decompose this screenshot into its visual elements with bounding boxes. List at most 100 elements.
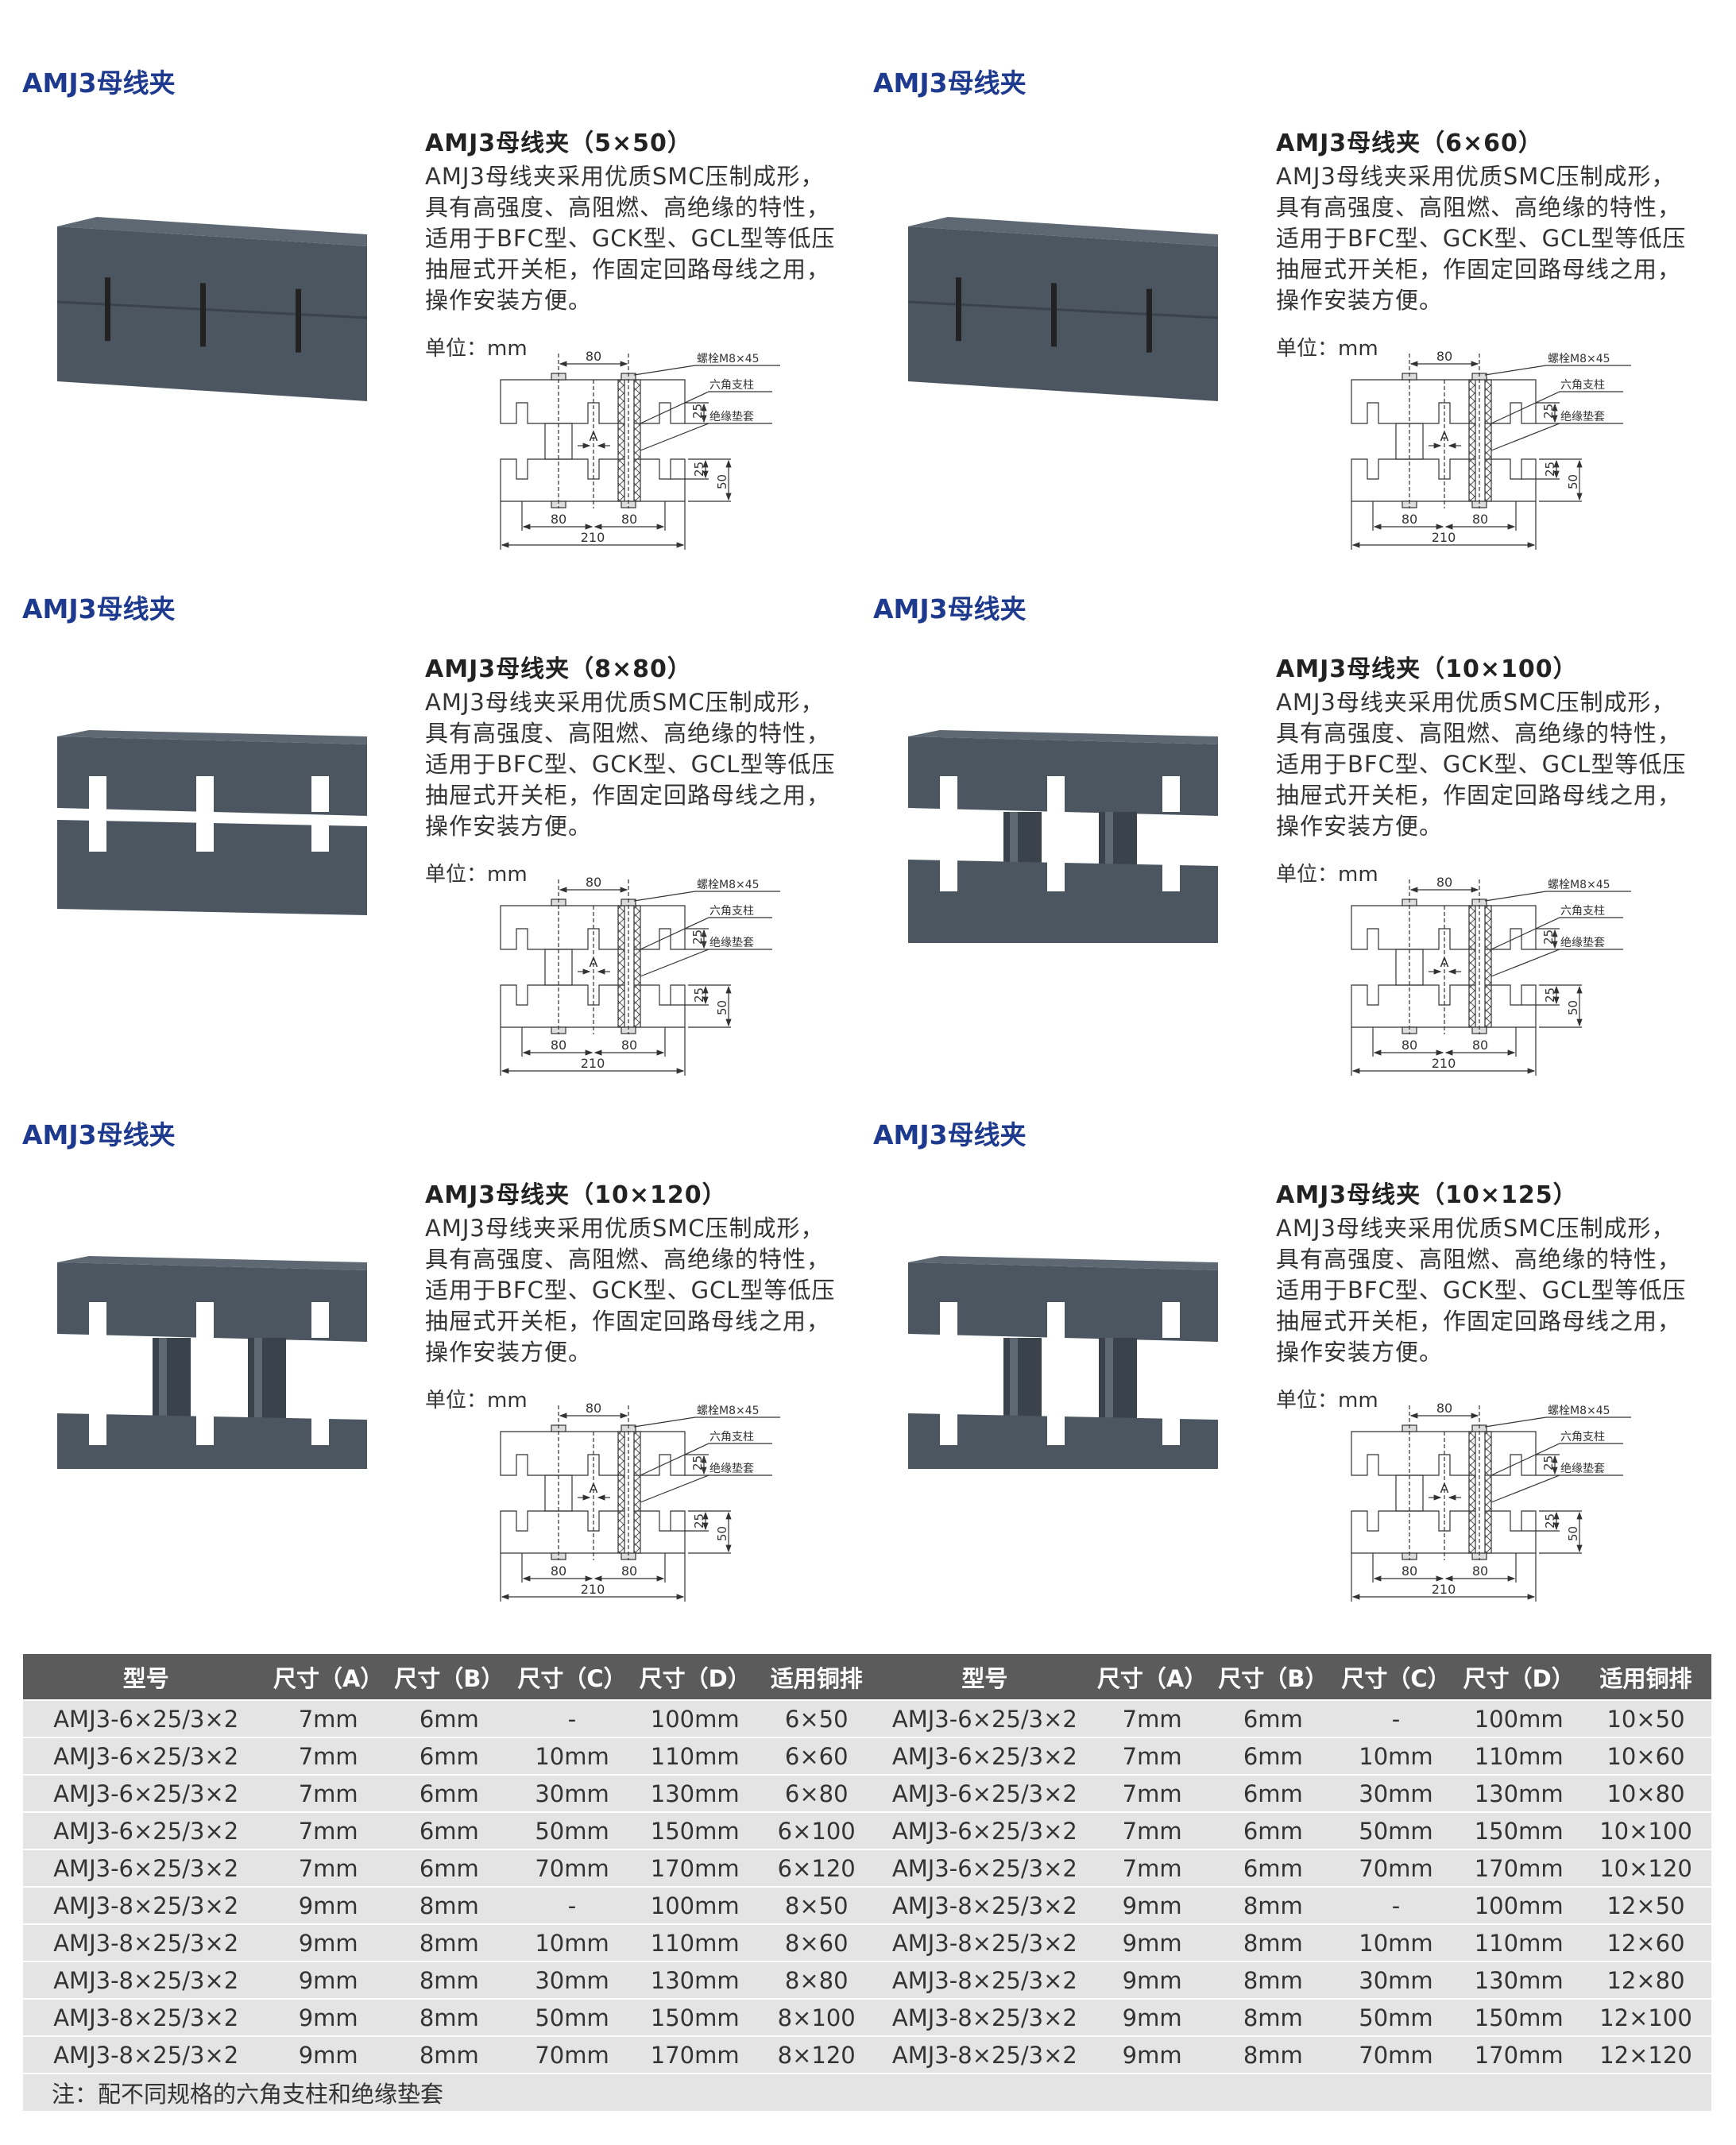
table-cell: 12×120 (1580, 2035, 1711, 2074)
diagram-container: 80 80 80 210 A 25 25 50 螺栓M8×45 六角支柱 绝缘垫… (1264, 1370, 1677, 1624)
section-title: AMJ3母线夹 (22, 68, 176, 99)
dim-a: A (590, 955, 598, 970)
table-cell: AMJ3-8×25/3×2 (23, 1998, 269, 2036)
table-cell: AMJ3-8×25/3×2 (876, 2035, 1093, 2074)
product-title: AMJ3母线夹（10×100） (1276, 655, 1578, 683)
description-line: 操作安装方便。 (1276, 287, 1444, 314)
table-cell: 10×100 (1580, 1811, 1711, 1849)
table-cell: 9mm (269, 1998, 388, 2036)
dim-total: 210 (1432, 1582, 1456, 1597)
table-cell: 10×50 (1580, 1699, 1711, 1737)
column-header: 型号 (23, 1654, 269, 1700)
label-bolt: 螺栓M8×45 (1548, 353, 1610, 365)
description-line: 抽屉式开关柜，作固定回路母线之用， (1276, 782, 1682, 809)
dim-height: 50 (715, 1000, 729, 1015)
table-cell: 170mm (1457, 2035, 1581, 2074)
dim-total: 210 (581, 1056, 605, 1071)
table-cell: 130mm (633, 1961, 757, 1999)
dim-right: 80 (1472, 1563, 1488, 1579)
table-cell: AMJ3-6×25/3×2 (23, 1811, 269, 1849)
description-line: AMJ3母线夹采用优质SMC压制成形， (1276, 163, 1676, 190)
diagram-container: 80 80 80 210 A 25 25 50 螺栓M8×45 六角支柱 绝缘垫… (1264, 844, 1677, 1098)
column-header: 尺寸（C） (510, 1654, 634, 1700)
table-cell: 12×80 (1580, 1961, 1711, 1999)
table-cell: 6mm (388, 1737, 511, 1775)
table-cell: 8mm (388, 1998, 511, 2036)
table-cell: 6mm (1211, 1737, 1335, 1775)
dim-total: 210 (581, 530, 605, 545)
table-cell: 110mm (633, 1737, 757, 1775)
dim-top: 80 (586, 875, 601, 890)
table-cell: 30mm (510, 1774, 634, 1812)
column-header: 尺寸（D） (1457, 1654, 1581, 1700)
table-cell: 8×50 (756, 1886, 877, 1924)
product-description: AMJ3母线夹采用优质SMC压制成形，具有高强度、高阻燃、高绝缘的特性，适用于B… (1276, 161, 1686, 316)
product-block: AMJ3母线夹 AMJ3母线夹（10×125） AMJ3母线夹采用优质SMC压制… (851, 1052, 1701, 1602)
description-line: AMJ3母线夹采用优质SMC压制成形， (425, 163, 825, 190)
label-hex-post: 六角支柱 (709, 1431, 754, 1444)
dimension-diagram: 80 80 80 210 A 25 25 50 螺栓M8×45 六角支柱 绝缘垫… (500, 875, 780, 1076)
description-line: 具有高强度、高阻燃、高绝缘的特性， (425, 1246, 831, 1273)
table-cell: 7mm (1092, 1774, 1212, 1812)
table-cell: 8mm (388, 1923, 511, 1961)
product-photo (49, 729, 375, 943)
label-hex-post: 六角支柱 (1560, 379, 1605, 392)
product-description: AMJ3母线夹采用优质SMC压制成形，具有高强度、高阻燃、高绝缘的特性，适用于B… (425, 161, 835, 316)
product-title: AMJ3母线夹（10×120） (425, 1181, 727, 1209)
product-photo (900, 1254, 1226, 1509)
table-cell: 6mm (1211, 1811, 1335, 1849)
description-line: 操作安装方便。 (1276, 813, 1444, 840)
table-cell: 6mm (388, 1774, 511, 1812)
table-cell: AMJ3-8×25/3×2 (876, 1961, 1093, 1999)
table-cell: 8mm (1211, 1998, 1335, 2036)
product-block: AMJ3母线夹 AMJ3母线夹（6×60） AMJ3母线夹采用优质SMC压制成形… (851, 0, 1701, 550)
table-cell: AMJ3-8×25/3×2 (876, 1998, 1093, 2036)
description-line: 具有高强度、高阻燃、高绝缘的特性， (1276, 720, 1682, 747)
dim-height: 50 (1566, 474, 1580, 489)
table-cell: 8×120 (756, 2035, 877, 2074)
section-title: AMJ3母线夹 (22, 1119, 176, 1150)
table-cell: 6×60 (756, 1737, 877, 1775)
table-cell: - (510, 1886, 634, 1924)
product-title: AMJ3母线夹（10×125） (1276, 1181, 1578, 1209)
label-bolt: 螺栓M8×45 (697, 879, 760, 891)
table-cell: - (1334, 1886, 1458, 1924)
table-cell: 170mm (633, 2035, 757, 2074)
description-line: 适用于BFC型、GCK型、GCL型等低压 (1276, 225, 1687, 252)
table-cell: 9mm (269, 1923, 388, 1961)
product-photo (900, 203, 1226, 417)
table-cell: 10×120 (1580, 1849, 1711, 1887)
table-cell: AMJ3-8×25/3×2 (23, 1961, 269, 1999)
table-cell: 10mm (510, 1737, 634, 1775)
column-header: 适用铜排 (1580, 1654, 1711, 1700)
column-header: 尺寸（D） (633, 1654, 757, 1700)
product-block: AMJ3母线夹 AMJ3母线夹（5×50） AMJ3母线夹采用优质SMC压制成形… (0, 0, 850, 550)
dim-a: A (1440, 1481, 1449, 1496)
product-block: AMJ3母线夹 AMJ3母线夹（10×100） AMJ3母线夹采用优质SMC压制… (851, 526, 1701, 1076)
table-cell: 6mm (1211, 1699, 1335, 1737)
table-cell: 100mm (633, 1886, 757, 1924)
label-bolt: 螺栓M8×45 (1548, 879, 1610, 891)
label-insulation-sleeve: 绝缘垫套 (709, 1463, 754, 1475)
unit-label: 单位：mm (425, 863, 528, 887)
dim-slot-top: 25 (690, 404, 705, 419)
dim-left: 80 (1402, 512, 1417, 527)
table-cell: 6×120 (756, 1849, 877, 1887)
table-cell: 50mm (510, 1811, 634, 1849)
unit-label: 单位：mm (425, 337, 528, 361)
description-line: 适用于BFC型、GCK型、GCL型等低压 (1276, 751, 1687, 778)
table-cell: AMJ3-6×25/3×2 (23, 1699, 269, 1737)
table-cell: 8×100 (756, 1998, 877, 2036)
description-line: 抽屉式开关柜，作固定回路母线之用， (425, 1308, 831, 1335)
table-cell: 10mm (510, 1923, 634, 1961)
table-cell: AMJ3-8×25/3×2 (23, 2035, 269, 2074)
table-cell: AMJ3-6×25/3×2 (876, 1849, 1093, 1887)
table-cell: 150mm (1457, 1998, 1581, 2036)
dim-slot-bottom: 25 (1543, 462, 1557, 477)
table-cell: 170mm (1457, 1849, 1581, 1887)
description-line: 具有高强度、高阻燃、高绝缘的特性， (1276, 1246, 1682, 1273)
product-title: AMJ3母线夹（6×60） (1276, 129, 1543, 157)
table-note: 注：配不同规格的六角支柱和绝缘垫套 (23, 2073, 1711, 2111)
